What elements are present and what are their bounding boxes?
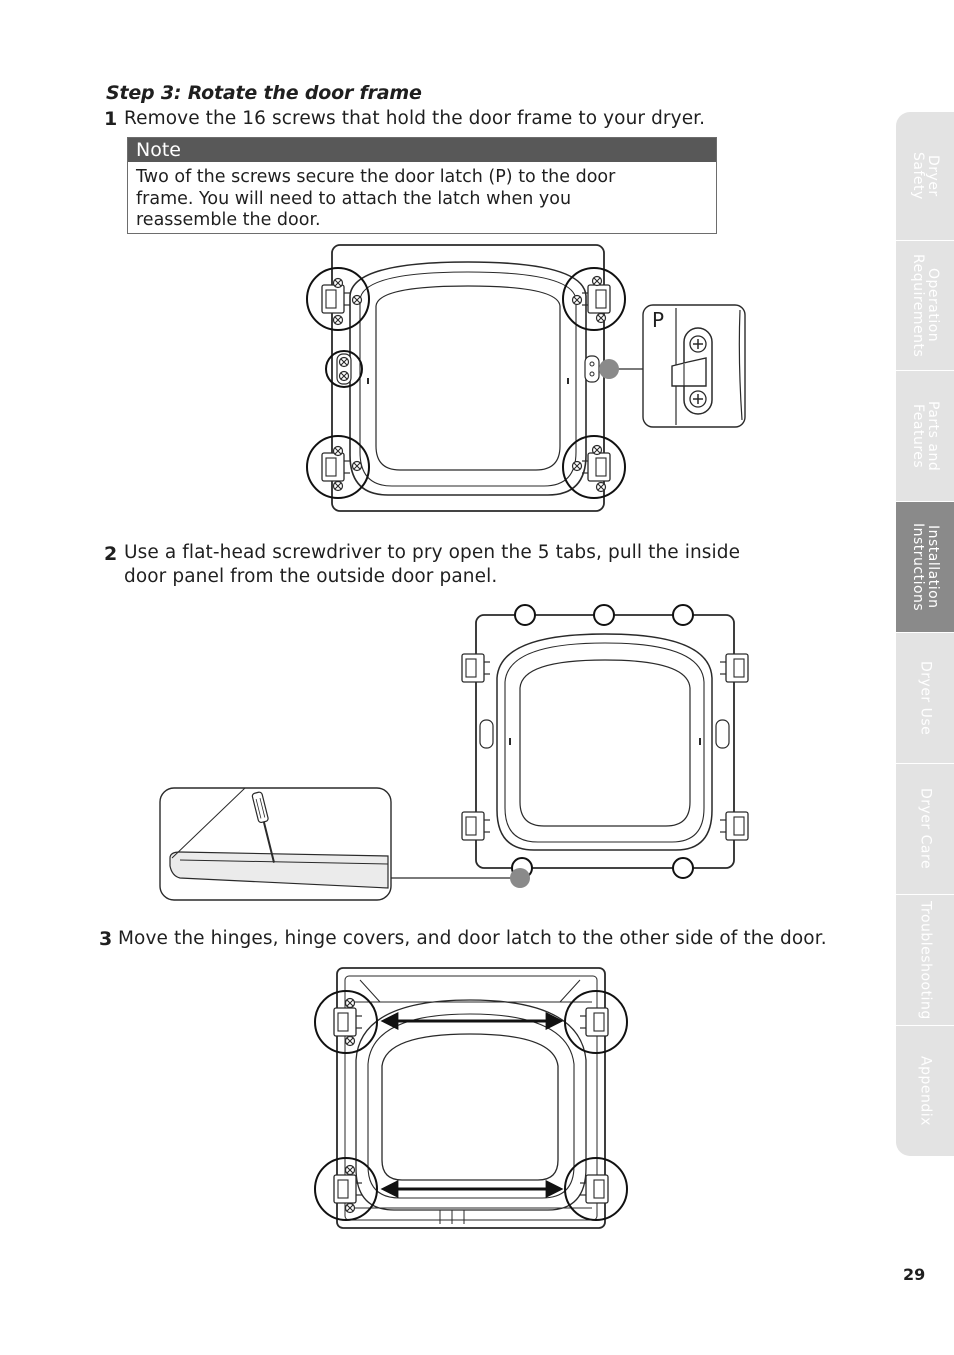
section-sidebar: Dryer Safety Operation Requirements Part… xyxy=(896,112,954,1156)
sidebar-tab-label: Dryer Care xyxy=(917,788,934,870)
note-heading: Note xyxy=(128,138,716,162)
sidebar-tab-label: Appendix xyxy=(917,1056,934,1126)
item-1-text: Remove the 16 screws that hold the door … xyxy=(124,108,706,129)
item-2-line-1: Use a flat-head screwdriver to pry open … xyxy=(124,542,741,563)
sidebar-tab-label: Operation Requirements xyxy=(910,253,941,358)
item-2-line-2: door panel from the outside door panel. xyxy=(124,566,498,587)
sidebar-tab-operation-requirements[interactable]: Operation Requirements xyxy=(896,241,954,371)
step-title: Step 3: Rotate the door frame xyxy=(106,82,422,104)
item-1-number: 1 xyxy=(104,108,118,130)
item-2-number: 2 xyxy=(104,543,118,565)
item-2-text: Use a flat-head screwdriver to pry open … xyxy=(124,541,740,589)
sidebar-tab-label: Parts and Features xyxy=(910,400,941,472)
sidebar-tab-label: Dryer Use xyxy=(917,660,934,736)
page-number: 29 xyxy=(903,1265,926,1284)
note-line-3: reassemble the door. xyxy=(136,210,321,230)
sidebar-tab-dryer-use[interactable]: Dryer Use xyxy=(896,633,954,764)
sidebar-tab-troubleshooting[interactable]: Troubleshooting xyxy=(896,895,954,1026)
note-line-1: Two of the screws secure the door latch … xyxy=(136,167,616,187)
sidebar-tab-label: Installation Instructions xyxy=(910,522,941,612)
sidebar-tab-parts-and-features[interactable]: Parts and Features xyxy=(896,371,954,502)
item-3-text: Move the hinges, hinge covers, and door … xyxy=(118,928,827,949)
sidebar-tab-label: Troubleshooting xyxy=(917,900,934,1020)
note-line-2: frame. You will need to attach the latch… xyxy=(136,188,572,209)
sidebar-tab-dryer-care[interactable]: Dryer Care xyxy=(896,764,954,895)
sidebar-tab-dryer-safety[interactable]: Dryer Safety xyxy=(896,112,954,241)
note-body: Two of the screws secure the door latch … xyxy=(128,162,716,232)
callout-label-p: P xyxy=(652,308,665,332)
item-3-number: 3 xyxy=(99,928,113,950)
note-box: Note Two of the screws secure the door l… xyxy=(127,137,717,234)
sidebar-tab-appendix[interactable]: Appendix xyxy=(896,1026,954,1156)
sidebar-tab-label: Dryer Safety xyxy=(910,152,941,200)
sidebar-tab-installation-instructions[interactable]: Installation Instructions xyxy=(896,502,954,633)
